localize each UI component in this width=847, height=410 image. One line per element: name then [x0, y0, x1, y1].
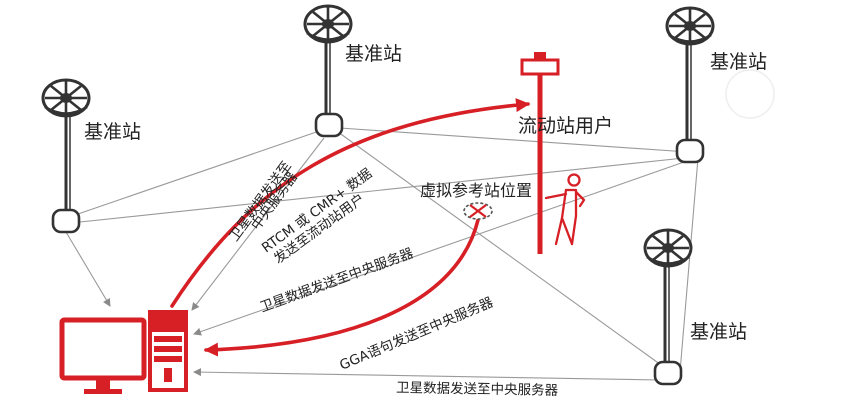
server-tower-icon — [148, 310, 188, 392]
rover-label: 流动站用户 — [518, 115, 613, 137]
link-bs4-server — [193, 368, 661, 381]
rtcm-flow-arrow — [170, 98, 530, 308]
base-station-label-3: 基准站 — [710, 51, 767, 73]
link-bs1-bs3 — [79, 157, 685, 223]
antenna-icon — [643, 228, 693, 268]
base-station-label-1: 基准站 — [84, 121, 141, 143]
red-flows — [170, 98, 530, 357]
antenna-icon — [665, 6, 715, 46]
base-station-1 — [41, 78, 91, 234]
gga-flow-arrow — [204, 218, 480, 357]
link-bs1-server — [65, 231, 111, 307]
sat-to-server-label-3: 卫星数据发送至中央服务器 — [396, 380, 559, 399]
base-station-label-4: 基准站 — [690, 321, 747, 343]
virtual-station-label: 虚拟参考站位置 — [420, 181, 532, 200]
gga-label: GGA语句发送至中央服务器 — [337, 294, 496, 373]
antenna-icon — [41, 78, 91, 118]
base-station-2 — [303, 4, 353, 138]
link-bs3-server — [193, 161, 685, 336]
link-bs2-bs4 — [337, 131, 669, 371]
link-bs1-bs2 — [77, 127, 329, 215]
virtual-station-icon — [463, 202, 493, 220]
link-bs2-bs3 — [339, 127, 689, 153]
rover-pole — [520, 52, 560, 254]
link-bs3-bs4 — [679, 157, 699, 373]
monitor-icon — [59, 317, 147, 394]
base-station-4 — [643, 228, 693, 386]
network-lines — [65, 127, 699, 381]
decorative-circle — [725, 69, 775, 119]
rover-user-icon — [544, 173, 586, 246]
antenna-icon — [303, 4, 353, 44]
central-server — [59, 310, 188, 394]
base-station-label-2: 基准站 — [345, 43, 402, 65]
base-station-3 — [665, 6, 715, 164]
link-bs2-server — [191, 137, 325, 311]
